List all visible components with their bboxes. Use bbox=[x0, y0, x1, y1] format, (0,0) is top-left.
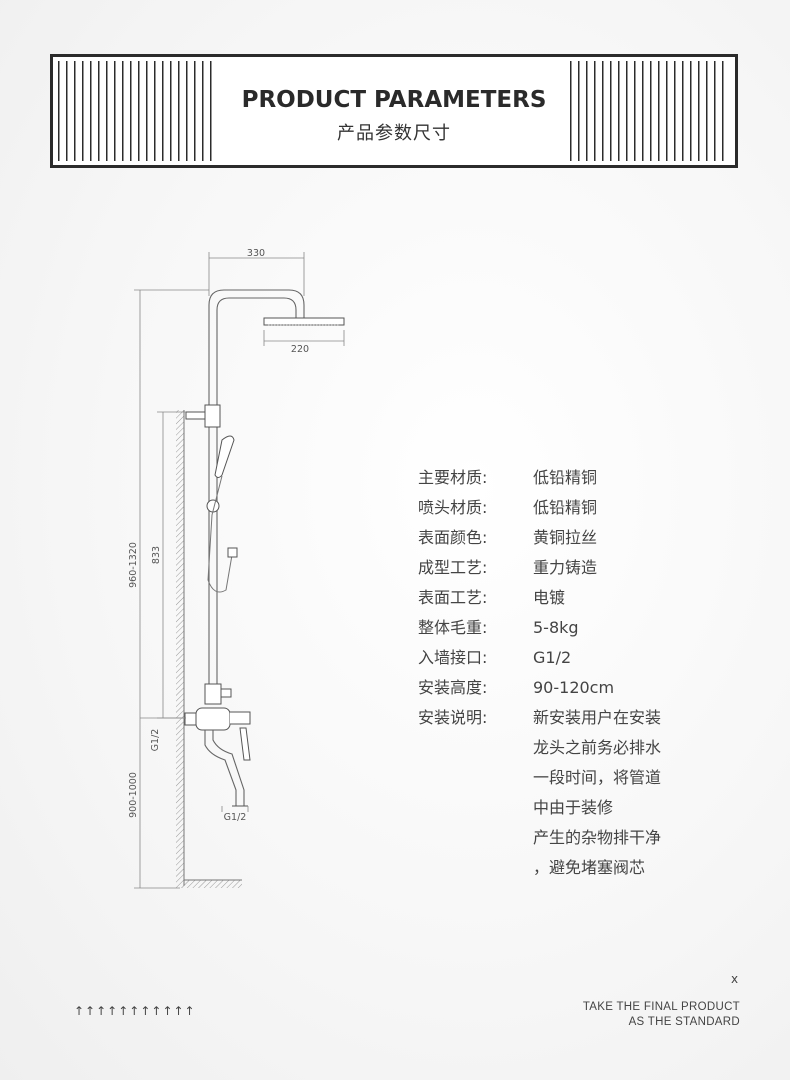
spec-value: 电镀 bbox=[533, 588, 566, 607]
spec-label: 表面颜色: bbox=[418, 528, 488, 547]
note-line: 中由于装修 bbox=[533, 798, 614, 817]
spec-row: 主要材质: 低铅精铜 bbox=[418, 466, 693, 496]
spec-row: 成型工艺: 重力铸造 bbox=[418, 556, 693, 586]
note-line: ，避免堵塞阀芯 bbox=[533, 858, 646, 877]
upper-pipe bbox=[208, 289, 305, 700]
spec-row: 安装说明: 新安装用户在安装 bbox=[418, 706, 693, 736]
spec-label: 成型工艺: bbox=[418, 558, 488, 577]
shower-head bbox=[263, 317, 345, 326]
hose bbox=[207, 475, 233, 593]
spec-label: 主要材质: bbox=[418, 468, 488, 487]
spec-list: 主要材质:低铅精铜 喷头材质:低铅精铜 表面颜色:黄铜拉丝 成型工艺:重力铸造 … bbox=[418, 466, 693, 736]
spec-value: 5-8kg bbox=[533, 618, 579, 637]
spec-value: 新安装用户在安装 bbox=[533, 708, 662, 727]
note-line: 龙头之前务必排水 bbox=[533, 738, 662, 757]
arrows-decoration: ↑↑↑↑↑↑↑↑↑↑↑ bbox=[74, 1004, 196, 1018]
note-line: 产生的杂物排干净 bbox=[533, 828, 662, 847]
bracket-arm bbox=[185, 411, 206, 420]
diverter-knob bbox=[220, 688, 232, 698]
footer-line-1: TAKE THE FINAL PRODUCT bbox=[582, 1001, 740, 1013]
spec-row: 安装高度: 90-120cm bbox=[418, 676, 693, 706]
dim-label-833: 833 bbox=[151, 546, 162, 564]
spec-value: G1/2 bbox=[533, 648, 572, 667]
mixer-body-right bbox=[230, 711, 251, 725]
banner-stripes-left bbox=[58, 61, 218, 161]
spec-label: 表面工艺: bbox=[418, 588, 488, 607]
footer-line-2: AS THE STANDARD bbox=[628, 1016, 740, 1028]
mixer-valve bbox=[195, 707, 231, 731]
spec-label: 整体毛重: bbox=[418, 618, 488, 637]
hose-connector bbox=[227, 547, 238, 558]
spec-row: 整体毛重: 5-8kg bbox=[418, 616, 693, 646]
spout bbox=[204, 730, 237, 806]
spec-row: 入墙接口: G1/2 bbox=[418, 646, 693, 676]
spec-value: 低铅精铜 bbox=[533, 498, 598, 517]
dim-label-g12-spout: G1/2 bbox=[224, 812, 247, 823]
page-subtitle: 产品参数尺寸 bbox=[337, 123, 451, 144]
banner-stripes-right bbox=[570, 61, 730, 161]
wall-bracket bbox=[204, 404, 221, 428]
spec-label: 安装高度: bbox=[418, 678, 488, 697]
header-banner: PRODUCT PARAMETERS 产品参数尺寸 bbox=[50, 54, 738, 168]
dim-label-330: 330 bbox=[247, 248, 265, 259]
diverter bbox=[204, 683, 222, 705]
mixer-handle bbox=[239, 727, 251, 761]
page-title: PRODUCT PARAMETERS bbox=[241, 87, 547, 113]
spec-value: 黄铜拉丝 bbox=[533, 528, 598, 547]
close-icon[interactable]: x bbox=[731, 972, 739, 986]
spec-row: 喷头材质: 低铅精铜 bbox=[418, 496, 693, 526]
spec-label: 喷头材质: bbox=[418, 498, 488, 517]
note-line: 一段时间，将管道 bbox=[533, 768, 662, 787]
dim-label-220: 220 bbox=[291, 344, 309, 355]
spec-row: 表面颜色: 黄铜拉丝 bbox=[418, 526, 693, 556]
upper-pipe-inner bbox=[216, 297, 297, 700]
spec-value: 重力铸造 bbox=[533, 558, 598, 577]
wall-hatch bbox=[176, 410, 184, 888]
inlet-nut bbox=[184, 712, 197, 726]
dim-label-900-1000: 900-1000 bbox=[128, 772, 139, 818]
spec-label: 安装说明: bbox=[418, 708, 488, 727]
dim-label-960-1320: 960-1320 bbox=[128, 542, 139, 588]
spec-value: 低铅精铜 bbox=[533, 468, 598, 487]
spec-value: 90-120cm bbox=[533, 678, 615, 697]
footer-disclaimer: TAKE THE FINAL PRODUCT AS THE STANDARD bbox=[583, 1000, 740, 1030]
dim-label-g12-inlet: G1/2 bbox=[150, 729, 161, 752]
install-notes: 龙头之前务必排水 一段时间，将管道 中由于装修 产生的杂物排干净 ，避免堵塞阀芯 bbox=[533, 736, 661, 886]
floor-hatch bbox=[184, 880, 242, 888]
spec-label: 入墙接口: bbox=[418, 648, 488, 667]
hand-shower bbox=[214, 435, 235, 478]
spout-inner bbox=[212, 730, 245, 806]
spec-row: 表面工艺: 电镀 bbox=[418, 586, 693, 616]
